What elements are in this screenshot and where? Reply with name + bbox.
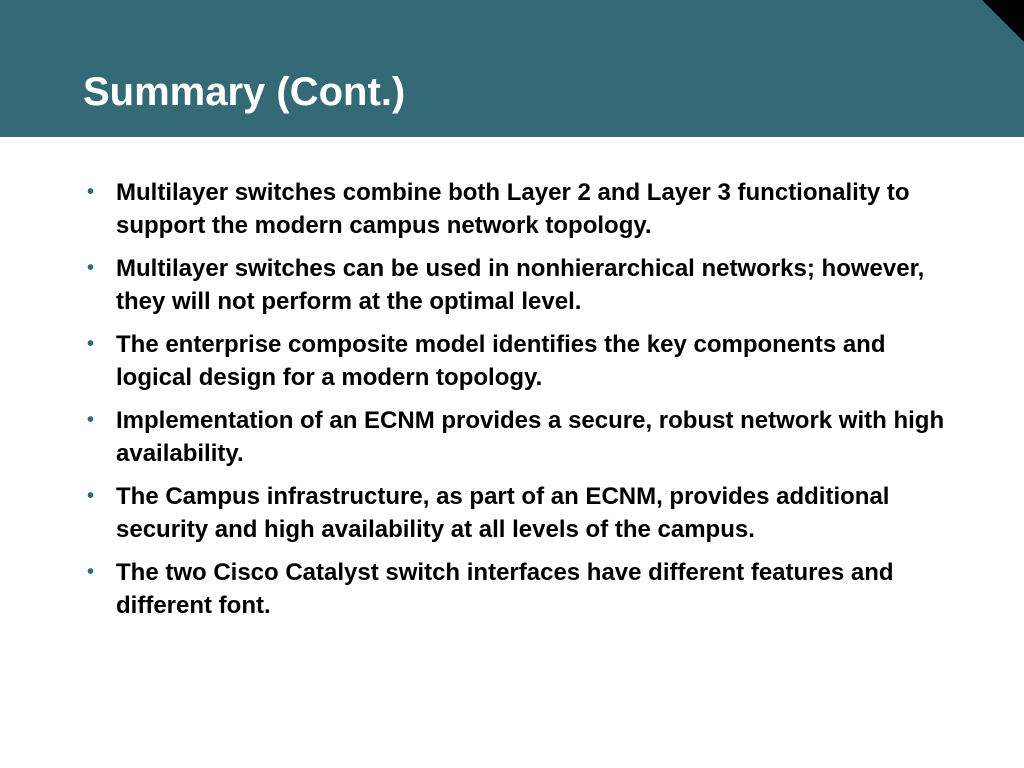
- bullet-text: Implementation of an ECNM provides a sec…: [116, 407, 945, 467]
- bullet-text: Multilayer switches combine both Layer 2…: [116, 179, 910, 239]
- bullet-item: • Multilayer switches can be used in non…: [87, 252, 957, 318]
- bullet-item: • Implementation of an ECNM provides a s…: [87, 404, 957, 470]
- bullet-text: The two Cisco Catalyst switch interfaces…: [116, 559, 894, 619]
- bullet-icon: •: [87, 485, 95, 507]
- bullet-icon: •: [87, 561, 95, 583]
- title-bar: Summary (Cont.): [0, 0, 1024, 137]
- bullet-text: The Campus infrastructure, as part of an…: [116, 483, 890, 543]
- bullet-item: • The two Cisco Catalyst switch interfac…: [87, 556, 957, 622]
- bullet-item: • Multilayer switches combine both Layer…: [87, 176, 957, 242]
- bullet-icon: •: [87, 257, 95, 279]
- bullet-icon: •: [87, 333, 95, 355]
- bullet-icon: •: [87, 409, 95, 431]
- bullet-text: The enterprise composite model identifie…: [116, 331, 886, 391]
- slide-title: Summary (Cont.): [83, 70, 406, 114]
- bullet-item: • The Campus infrastructure, as part of …: [87, 480, 957, 546]
- bullet-text: Multilayer switches can be used in nonhi…: [116, 255, 925, 315]
- corner-accent: [982, 0, 1024, 42]
- bullet-item: • The enterprise composite model identif…: [87, 328, 957, 394]
- bullet-list: • Multilayer switches combine both Layer…: [87, 176, 957, 632]
- bullet-icon: •: [87, 181, 95, 203]
